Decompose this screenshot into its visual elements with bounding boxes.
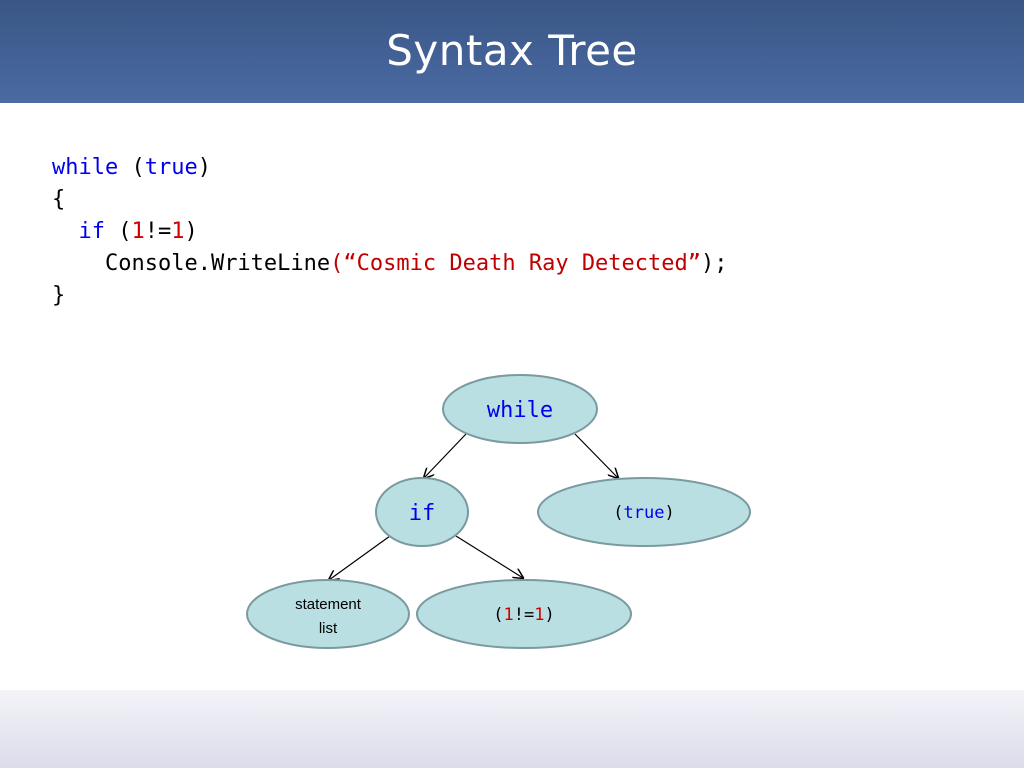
number-literal: 1 (504, 605, 514, 625)
paren-close: ) (544, 605, 554, 625)
node-label-if: if (409, 501, 436, 526)
code-block: while (true){ if (1!=1) Console.WriteLin… (52, 152, 728, 312)
edge-if-to-statement-list (329, 535, 391, 580)
node-shape (246, 579, 410, 649)
node-label-while: while (487, 398, 553, 423)
edge-if-to-condition (455, 535, 523, 578)
tree-node-statement-list: statement list (246, 579, 410, 649)
edge-while-to-true (574, 433, 618, 478)
operator: != (514, 605, 534, 625)
code-line-4: Console.WriteLine(“Cosmic Death Ray Dete… (52, 248, 728, 280)
code-text: ) (184, 219, 198, 244)
node-shape (537, 477, 751, 547)
paren-close: ) (664, 503, 674, 523)
number-literal: 1 (171, 219, 185, 244)
code-line-1: while (true) (52, 152, 728, 184)
edge-while-to-if (424, 433, 467, 478)
method-call: Console.WriteLine (104, 251, 331, 276)
keyword-while: while (52, 155, 119, 180)
code-line-2: { (52, 187, 66, 212)
tree-node-condition: (1!=1) (416, 579, 632, 649)
string-literal: (“Cosmic Death Ray Detected” (330, 251, 702, 276)
paren-open: ( (613, 503, 623, 523)
footer-band (0, 690, 1024, 768)
code-line-5: } (52, 283, 66, 308)
node-label-list: list (319, 620, 338, 637)
node-label-statement: statement (295, 596, 362, 613)
node-shape (442, 374, 598, 444)
tree-node-while: while (442, 374, 598, 444)
number-literal: 1 (534, 605, 544, 625)
number-literal: 1 (131, 219, 145, 244)
node-label-true: (true) (613, 503, 674, 523)
code-line-3: if (1!=1) (52, 216, 728, 248)
code-text: ) (197, 155, 211, 180)
keyword-if: if (78, 219, 106, 244)
tree-node-if: if (375, 477, 469, 547)
node-label-condition: (1!=1) (493, 605, 554, 625)
tree-node-true: (true) (537, 477, 751, 547)
code-text: ); (701, 251, 728, 276)
operator: != (144, 219, 172, 244)
slide-title: Syntax Tree (386, 26, 638, 75)
node-shape (416, 579, 632, 649)
keyword-true: true (624, 503, 665, 523)
keyword-true: true (144, 155, 198, 180)
title-bar: Syntax Tree (0, 0, 1024, 103)
paren-open: ( (493, 605, 503, 625)
node-shape (375, 477, 469, 547)
code-text: ( (105, 219, 132, 244)
code-text: ( (118, 155, 145, 180)
